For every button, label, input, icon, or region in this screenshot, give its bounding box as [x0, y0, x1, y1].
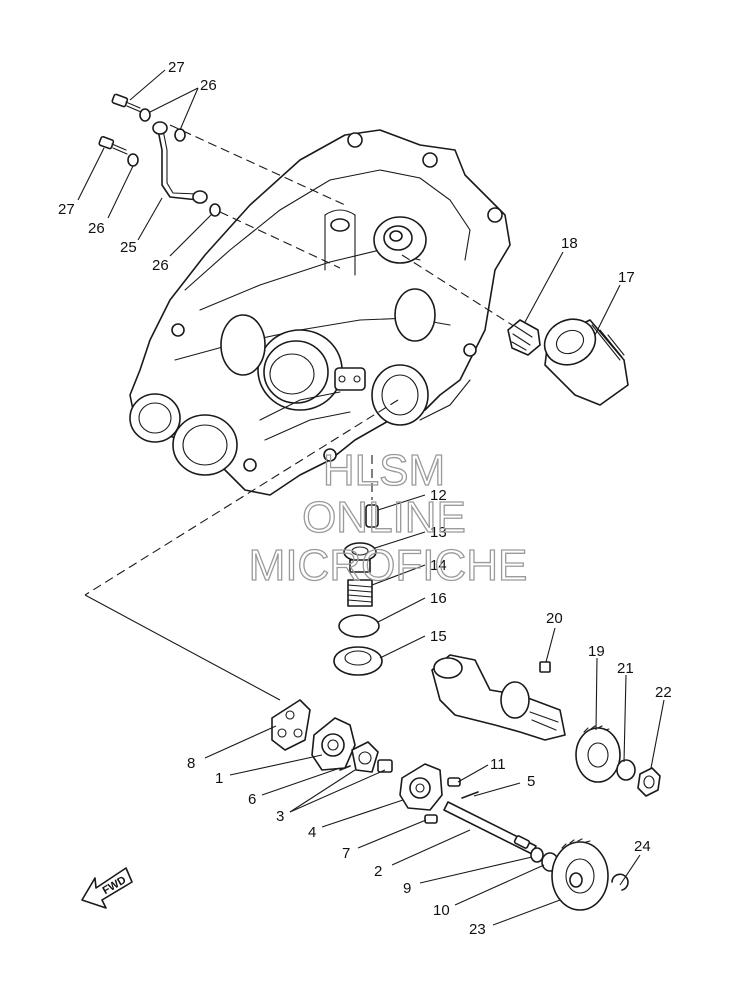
callout-12: 12 — [430, 487, 447, 504]
lock-washer-21 — [616, 759, 636, 781]
callout-19: 19 — [588, 643, 605, 660]
callout-26-lower: 26 — [152, 257, 169, 274]
oil-pump-housing — [311, 717, 356, 771]
fwd-label: FWD — [101, 874, 129, 897]
callout-10: 10 — [433, 902, 450, 919]
callout-16: 16 — [430, 590, 447, 607]
callout-18: 18 — [561, 235, 578, 252]
oil-delivery-pipe — [152, 121, 208, 204]
oil-pump-shaft — [443, 801, 537, 855]
callout-8: 8 — [187, 755, 195, 772]
oil-filter-cartridge — [543, 318, 629, 406]
leader-lines — [77, 69, 665, 926]
nut-22 — [637, 767, 661, 797]
union-bolt-upper — [111, 93, 142, 113]
oil-pump-rotors — [351, 741, 393, 773]
assembly-lines — [84, 124, 521, 701]
callout-26-left: 26 — [88, 220, 105, 237]
screw-11 — [447, 777, 461, 787]
union-bolt-lower — [98, 135, 128, 155]
oil-relief-valve — [343, 504, 379, 573]
washer-9 — [530, 847, 544, 863]
relief-valve-spring — [347, 579, 373, 607]
watermark-line-1: HLSM — [323, 446, 445, 495]
crankcase — [129, 129, 511, 496]
pump-drive-gear — [551, 838, 609, 911]
oil-pump-cover-gasket — [271, 699, 311, 751]
water-pump-housing — [431, 654, 566, 741]
callout-17: 17 — [618, 269, 635, 286]
screw-7 — [424, 814, 438, 824]
oil-filter-stud — [507, 319, 541, 356]
callout-25: 25 — [120, 239, 137, 256]
callout-24: 24 — [634, 838, 651, 855]
pin-5 — [461, 791, 479, 799]
callout-4: 4 — [308, 824, 316, 841]
callout-11: 11 — [490, 756, 506, 773]
impeller-gear-19 — [575, 725, 621, 783]
callout-3: 3 — [276, 808, 284, 825]
oil-pump-body — [399, 763, 443, 811]
callout-13: 13 — [430, 524, 447, 541]
watermark-line-3: MICROFICHE — [249, 541, 528, 590]
watermark-line-2: ONLINE — [302, 493, 466, 542]
o-ring — [338, 614, 380, 638]
callout-23: 23 — [469, 921, 486, 938]
callout-9: 9 — [403, 880, 411, 897]
callout-numbers: 27 26 27 26 25 26 18 17 12 13 14 16 15 2… — [58, 59, 672, 938]
callout-5: 5 — [527, 773, 535, 790]
callout-26-upper: 26 — [200, 77, 217, 94]
key-20 — [539, 661, 551, 673]
oil-seal — [333, 646, 383, 676]
dowel-pin — [339, 765, 351, 771]
callout-7: 7 — [342, 845, 350, 862]
callout-14: 14 — [430, 557, 447, 574]
callout-6: 6 — [248, 791, 256, 808]
callout-20: 20 — [546, 610, 563, 627]
callout-22: 22 — [655, 684, 672, 701]
watermark: HLSM ONLINE MICROFICHE — [248, 445, 528, 590]
forward-arrow-icon: FWD — [81, 867, 133, 909]
callout-27-upper: 27 — [168, 59, 185, 76]
callout-27-lower: 27 — [58, 201, 75, 218]
callout-2: 2 — [374, 863, 382, 880]
callout-1: 1 — [215, 770, 223, 787]
callout-21: 21 — [617, 660, 634, 677]
callout-15: 15 — [430, 628, 447, 645]
